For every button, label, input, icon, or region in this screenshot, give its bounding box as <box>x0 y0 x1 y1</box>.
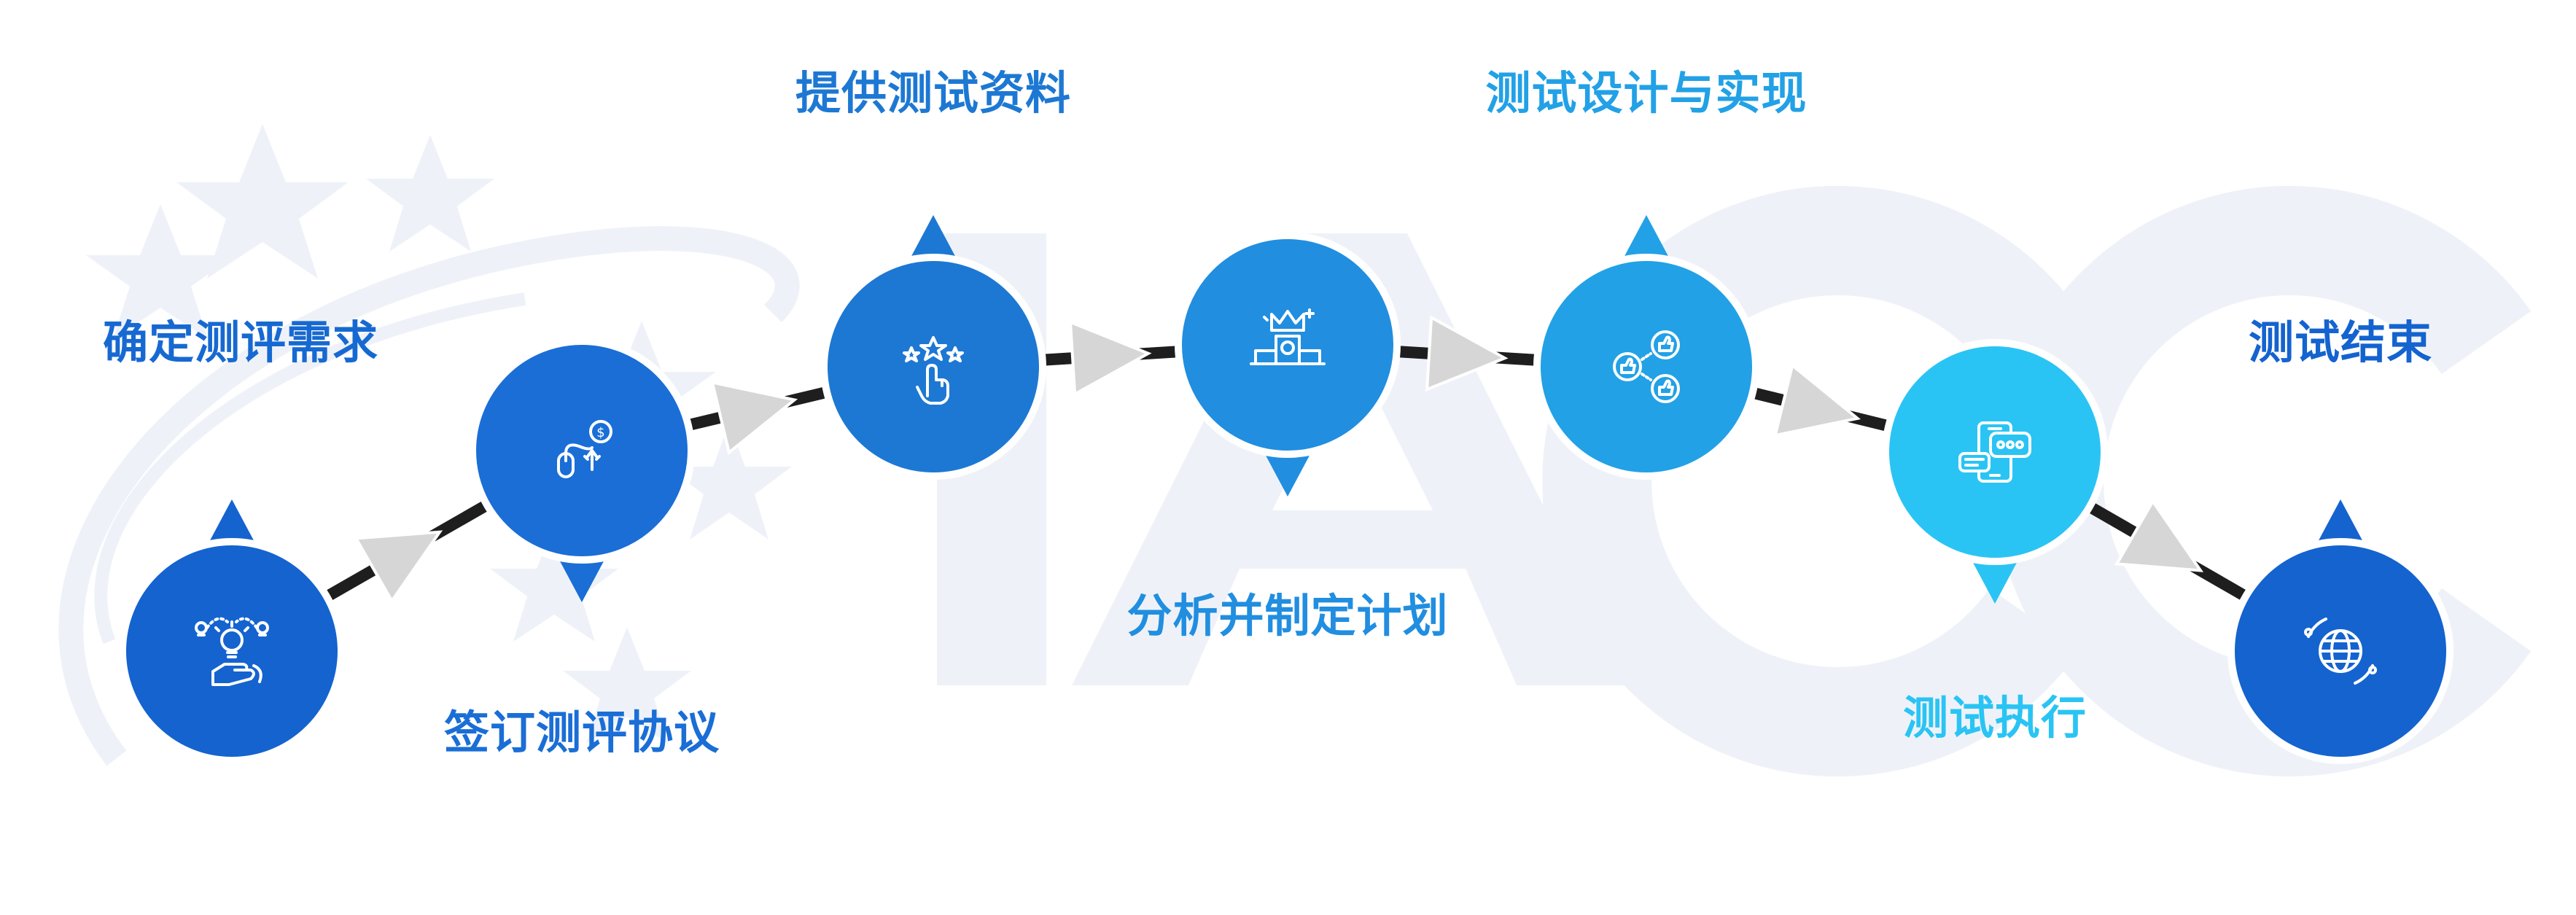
mouse-coin-icon: $ <box>557 420 612 478</box>
step-pointer-icon <box>1972 560 2018 604</box>
step-2-label: 签订测评协议 <box>443 706 720 759</box>
step-pointers <box>209 215 2364 604</box>
thumbs-up-icon <box>1613 330 1680 403</box>
connector-arrows <box>354 315 2204 604</box>
flow-arrow-icon <box>1068 319 1152 397</box>
flow-arrow-icon <box>1425 315 1509 392</box>
step-pointer-icon <box>559 558 605 602</box>
watermark-star-icon <box>563 627 691 744</box>
watermark-star-icon <box>666 423 792 540</box>
step-circle <box>469 338 695 564</box>
step-1-label: 确定测评需求 <box>102 316 379 369</box>
step-circle <box>1533 254 1759 480</box>
flow-arrow-icon <box>710 380 798 456</box>
flow-arrow-icon <box>354 530 443 604</box>
phone-chat-icon <box>1958 421 2031 483</box>
step-3-label: 提供测试资料 <box>795 66 1072 120</box>
flow-arrow-icon <box>2114 498 2204 572</box>
step-pointer-icon <box>209 499 255 543</box>
step-pointer-icon <box>1623 215 1670 259</box>
podium-crown-icon <box>1250 308 1326 365</box>
step-6-label: 测试执行 <box>1902 691 2087 744</box>
watermark-star-icon <box>86 204 235 339</box>
watermark-star-icon <box>176 124 349 279</box>
step-7-label: 测试结束 <box>2248 316 2433 369</box>
step-pointer-icon <box>1264 453 1311 497</box>
step-icons: $ <box>195 308 2377 686</box>
step-circle <box>1175 232 1401 458</box>
globe-icon <box>2304 618 2377 685</box>
step-pointer-icon <box>910 215 957 259</box>
flow-arrow-icon <box>1773 362 1861 437</box>
step-5-label: 测试设计与实现 <box>1485 66 1808 120</box>
lightbulb-hand-icon <box>195 617 269 686</box>
step-pointer-icon <box>2317 499 2364 543</box>
watermark-star-icon <box>366 135 494 252</box>
stars-touch-icon <box>903 336 964 405</box>
svg-text:$: $ <box>596 425 604 440</box>
step-4-label: 分析并制定计划 <box>1126 589 1449 642</box>
watermark-star-icon <box>490 525 618 642</box>
